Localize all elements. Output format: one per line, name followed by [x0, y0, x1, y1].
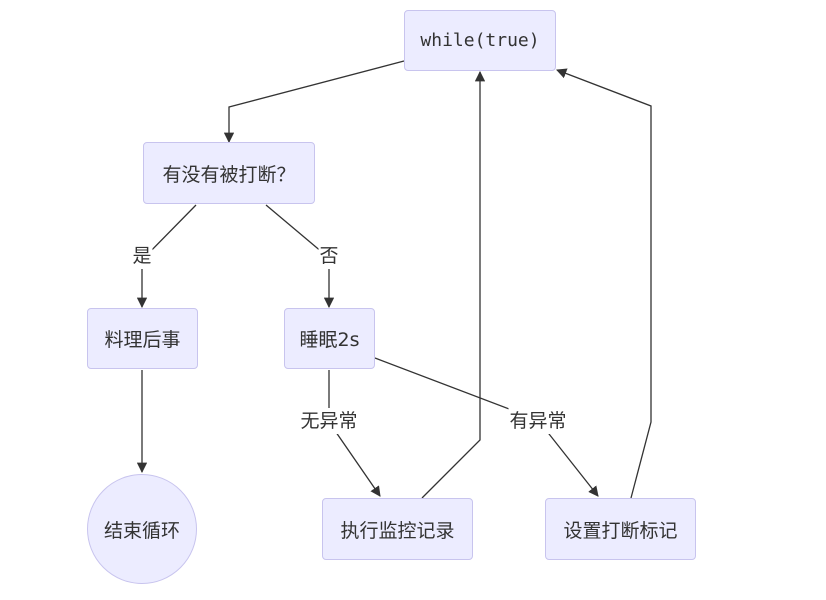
edge-label-has-exception: 有异常 [508, 408, 568, 434]
edge-label-yes: 是 [131, 243, 153, 269]
edge-loop-to-check [223, 60, 405, 144]
edge-label-no: 否 [318, 243, 340, 269]
node-cleanup: 料理后事 [87, 308, 198, 369]
node-interrupt-check: 有没有被打断？ [143, 142, 315, 204]
edge-record-to-loop [421, 70, 486, 499]
node-sleep: 睡眠2s [284, 308, 375, 369]
node-record-monitor: 执行监控记录 [322, 498, 473, 560]
node-while-true: while(true) [404, 10, 556, 71]
node-end-loop: 结束循环 [87, 474, 197, 584]
edge-flag-to-loop [556, 68, 652, 499]
edge-label-no-exception: 无异常 [299, 408, 359, 434]
node-set-interrupt-flag: 设置打断标记 [545, 498, 696, 560]
